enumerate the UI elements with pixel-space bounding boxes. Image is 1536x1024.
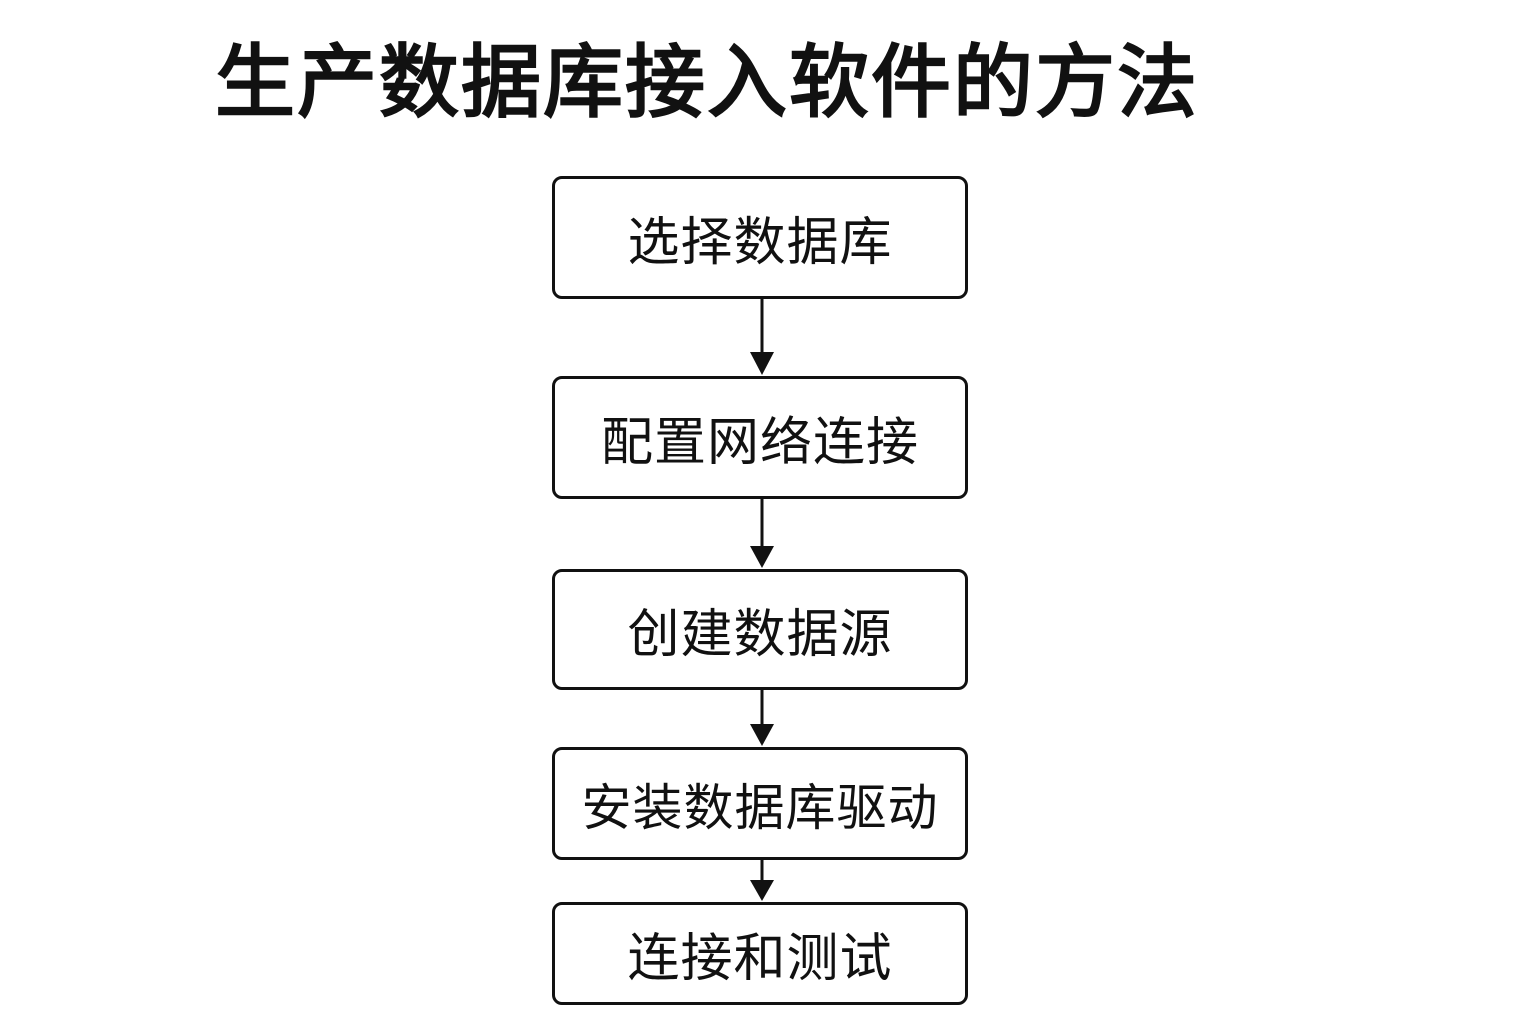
step-label: 安装数据库驱动 xyxy=(581,778,939,837)
step-label: 选择数据库 xyxy=(627,213,893,273)
step-connect-test: 连接和测试 xyxy=(552,902,968,1005)
step-label: 连接和测试 xyxy=(627,929,893,989)
diagram-title: 生产数据库接入软件的方法 xyxy=(215,36,1199,129)
step-label: 创建数据源 xyxy=(627,605,893,665)
step-select-database: 选择数据库 xyxy=(552,176,968,299)
arrow-4-to-5 xyxy=(750,860,774,901)
step-install-driver: 安装数据库驱动 xyxy=(552,747,968,860)
step-configure-network: 配置网络连接 xyxy=(552,376,968,499)
arrow-1-to-2 xyxy=(750,299,774,375)
arrow-2-to-3 xyxy=(750,499,774,568)
step-label: 配置网络连接 xyxy=(600,413,919,473)
arrow-3-to-4 xyxy=(750,690,774,746)
step-create-datasource: 创建数据源 xyxy=(552,569,968,690)
